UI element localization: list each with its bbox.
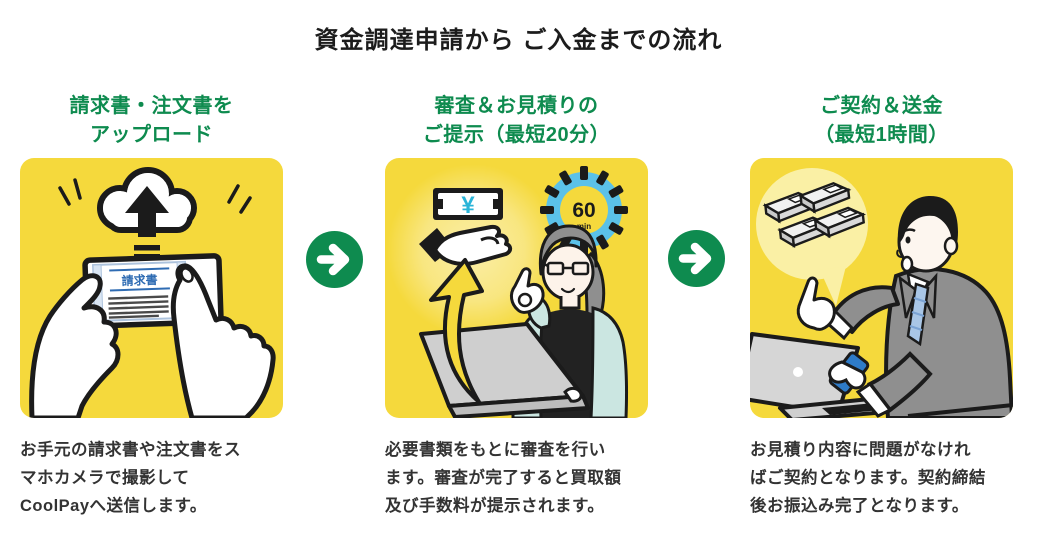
businessman-with-phone [796, 196, 1013, 418]
invoice-label: 請求書 [121, 272, 158, 288]
step-1-heading: 請求書・注文書を アップロード [69, 95, 234, 146]
up-arrow-icon [429, 258, 484, 404]
contract-illustration [750, 168, 1013, 418]
offering-hand-icon [419, 224, 513, 266]
timer-unit: min [577, 222, 591, 231]
arrow-right-circle-icon [306, 231, 363, 288]
step-1-upload: 請求書・注文書を アップロード [20, 92, 283, 520]
step-3-description: お見積り内容に問題がなけれ ばご契約となります。契約締結 後お振込み完了となりま… [750, 441, 986, 515]
step-1-description: お手元の請求書や注文書をス マホカメラで撮影して CoolPayへ送信します。 [20, 441, 241, 515]
cloud-upload-icon [97, 167, 197, 260]
arrow-right-circle-icon [668, 230, 725, 287]
necktie [906, 282, 930, 347]
step-2-review: 審査＆お見積りの ご提示（最短20分） ¥ [385, 92, 648, 520]
yen-symbol: ¥ [461, 192, 475, 219]
step-2-heading: 審査＆お見積りの ご提示（最短20分） [422, 95, 611, 146]
step-1-illustration: 請求書 [20, 158, 283, 418]
yen-banknote-icon: ¥ [433, 188, 503, 220]
step-2-illustration: ¥ [385, 158, 648, 418]
step-2-description: 必要書類をもとに審査を行い ます。審査が完了すると買取額 及び手数料が提示されま… [385, 441, 622, 515]
sparkle-lines-icon [58, 178, 252, 214]
step-3-contract: ご契約＆送金 （最短1時間） [750, 92, 1013, 520]
right-hand [170, 263, 276, 418]
pointing-hand [796, 276, 836, 331]
glasses-icon [541, 261, 590, 276]
page-title: 資金調達申請から ご入金までの流れ [314, 27, 723, 54]
upload-illustration: 請求書 [29, 167, 276, 418]
step-3-heading: ご契約＆送金 （最短1時間） [814, 95, 949, 146]
review-illustration: ¥ [387, 164, 629, 418]
left-hand [29, 273, 121, 418]
ok-gesture-hand [509, 267, 545, 314]
step-3-illustration [750, 158, 1013, 418]
money-stacks-icon [762, 182, 866, 249]
fingernail [180, 267, 194, 283]
timer-value: 60 [572, 199, 595, 222]
desk-edge [907, 403, 1013, 418]
